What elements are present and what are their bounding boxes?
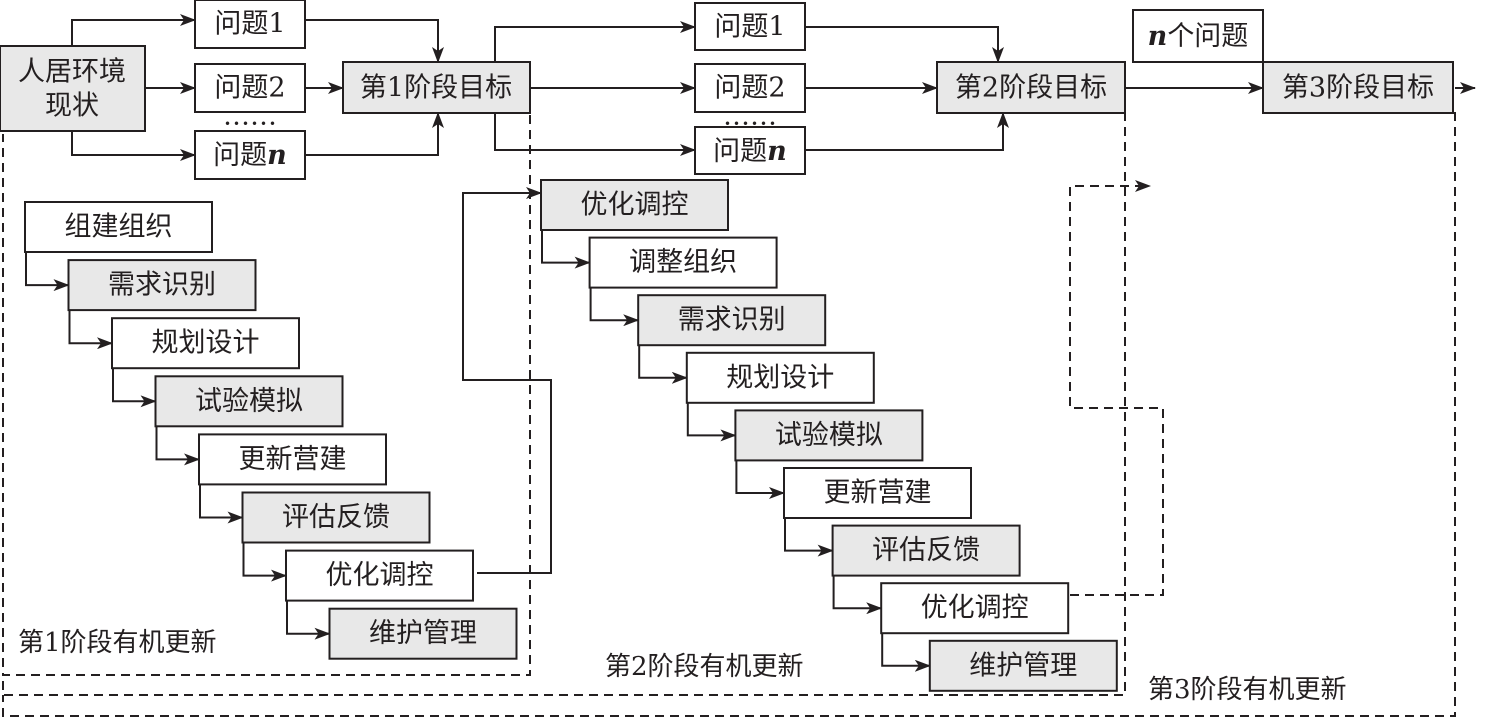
stage3-goal-box: 第3阶段目标 bbox=[1262, 61, 1454, 114]
stage2-connector-5 bbox=[735, 460, 785, 499]
stage1-step-6: 评估反馈 bbox=[241, 491, 431, 544]
stage2-connector-2 bbox=[589, 287, 640, 327]
stage1-step-2: 需求识别 bbox=[67, 259, 257, 312]
stage2-connector-1 bbox=[541, 230, 591, 269]
start-box: 人居环境 现状 bbox=[0, 45, 146, 132]
arrow-start-p1 bbox=[71, 14, 196, 46]
stage2-connector-4 bbox=[686, 402, 737, 442]
stage3-label: 第3阶段有机更新 bbox=[1148, 675, 1347, 705]
stage1-step-connectors bbox=[25, 252, 331, 640]
stage2-step-connectors bbox=[541, 230, 931, 672]
stage2-step-5: 试验模拟 bbox=[734, 409, 924, 462]
stage2-step-4: 规划设计 bbox=[685, 351, 875, 404]
svg-text:规划设计: 规划设计 bbox=[152, 328, 260, 359]
stage2-label: 第2阶段有机更新 bbox=[605, 652, 804, 682]
svg-text:评估反馈: 评估反馈 bbox=[282, 502, 390, 533]
stage1-step-5: 更新营建 bbox=[198, 433, 387, 486]
n-problems-box: n个问题 bbox=[1132, 9, 1264, 63]
svg-text:维护管理: 维护管理 bbox=[369, 618, 477, 649]
arrow-p1-g1 bbox=[305, 19, 444, 63]
stage2-connector-8 bbox=[881, 633, 931, 672]
problem-n-box: 问题n bbox=[194, 130, 306, 180]
stage2-feedback-dashed bbox=[1069, 180, 1164, 596]
stage2-step-9: 维护管理 bbox=[928, 639, 1118, 692]
svg-text:n个问题: n个问题 bbox=[1148, 21, 1249, 52]
arrow-p1b-g2 bbox=[805, 26, 1004, 63]
svg-text:优化调控: 优化调控 bbox=[326, 560, 434, 591]
stage2-boundary bbox=[2, 112, 1126, 696]
svg-text:试验模拟: 试验模拟 bbox=[195, 386, 303, 417]
svg-text:优化调控: 优化调控 bbox=[581, 190, 689, 221]
svg-text:问题1: 问题1 bbox=[714, 12, 785, 43]
stage1-step-7: 优化调控 bbox=[285, 549, 474, 602]
stage2-step-2: 调整组织 bbox=[588, 236, 778, 289]
stage1-step-3: 规划设计 bbox=[111, 317, 300, 370]
svg-text:需求识别: 需求识别 bbox=[678, 305, 786, 336]
stage2-step-6: 更新营建 bbox=[783, 467, 972, 519]
svg-text:维护管理: 维护管理 bbox=[969, 650, 1077, 681]
stage2-step-7: 评估反馈 bbox=[831, 524, 1021, 577]
problem-1b-box: 问题1 bbox=[694, 2, 806, 51]
svg-text:问题n: 问题n bbox=[713, 136, 787, 167]
stage3-boundary bbox=[2, 112, 1456, 717]
stage1-connector-6 bbox=[242, 542, 287, 582]
arrow-g1-p1b bbox=[494, 21, 696, 62]
stage1-step-1: 组建组织 bbox=[24, 201, 213, 253]
stage1-goal-box: 第1阶段目标 bbox=[342, 61, 531, 114]
svg-text:第1阶段目标: 第1阶段目标 bbox=[360, 73, 512, 104]
stage2-goal-box: 第2阶段目标 bbox=[936, 61, 1126, 114]
svg-text:调整组织: 调整组织 bbox=[629, 247, 737, 278]
stage1-step-4: 试验模拟 bbox=[154, 375, 344, 428]
svg-text:评估反馈: 评估反馈 bbox=[872, 535, 980, 566]
svg-text:第2阶段目标: 第2阶段目标 bbox=[955, 73, 1107, 104]
arrow-s1-opt-to-s2-opt bbox=[462, 187, 552, 574]
start-label-line1: 人居环境 bbox=[18, 57, 126, 88]
svg-text:优化调控: 优化调控 bbox=[921, 593, 1029, 624]
svg-text:组建组织: 组建组织 bbox=[65, 212, 173, 243]
problem-2-box: 问题2 bbox=[194, 63, 306, 113]
stage1-connector-3 bbox=[112, 368, 157, 408]
stage1-boundary bbox=[2, 100, 531, 676]
svg-text:问题n: 问题n bbox=[213, 140, 287, 171]
stage1-step-8: 维护管理 bbox=[328, 607, 518, 660]
stage1-connector-5 bbox=[199, 484, 244, 524]
arrow-start-pn bbox=[71, 131, 196, 161]
stage2-connector-7 bbox=[832, 575, 883, 615]
svg-text:试验模拟: 试验模拟 bbox=[775, 420, 883, 451]
problem-ellipsis: …… bbox=[223, 101, 277, 132]
arrow-g1-pnb bbox=[494, 113, 696, 156]
stage1-connector-7 bbox=[286, 600, 331, 640]
svg-text:更新营建: 更新营建 bbox=[824, 478, 932, 509]
stage2-connector-6 bbox=[784, 518, 834, 557]
problem-1-box: 问题1 bbox=[194, 0, 306, 49]
stage1-connector-1 bbox=[25, 252, 70, 292]
stage2-step-8: 优化调控 bbox=[880, 582, 1070, 635]
stage2-step-3: 需求识别 bbox=[637, 294, 827, 347]
arrow-pnb-g2 bbox=[805, 112, 1009, 151]
stage1-connector-4 bbox=[155, 426, 200, 466]
svg-text:问题2: 问题2 bbox=[714, 73, 785, 104]
stage1-connector-2 bbox=[68, 310, 113, 350]
arrow-pn-g1 bbox=[305, 112, 444, 156]
stage2-connector-3 bbox=[638, 345, 688, 384]
svg-text:规划设计: 规划设计 bbox=[726, 362, 834, 393]
stage1-label: 第1阶段有机更新 bbox=[18, 628, 217, 658]
svg-text:问题1: 问题1 bbox=[214, 9, 285, 40]
problem-nb-box: 问题n bbox=[694, 126, 806, 175]
problem-2b-box: 问题2 bbox=[694, 63, 806, 113]
svg-text:更新营建: 更新营建 bbox=[239, 444, 347, 475]
start-label-line2: 现状 bbox=[45, 91, 99, 122]
svg-text:第3阶段目标: 第3阶段目标 bbox=[1282, 73, 1434, 104]
svg-text:需求识别: 需求识别 bbox=[108, 270, 216, 301]
svg-text:问题2: 问题2 bbox=[214, 73, 285, 104]
stage2-step-1: 优化调控 bbox=[540, 179, 729, 231]
